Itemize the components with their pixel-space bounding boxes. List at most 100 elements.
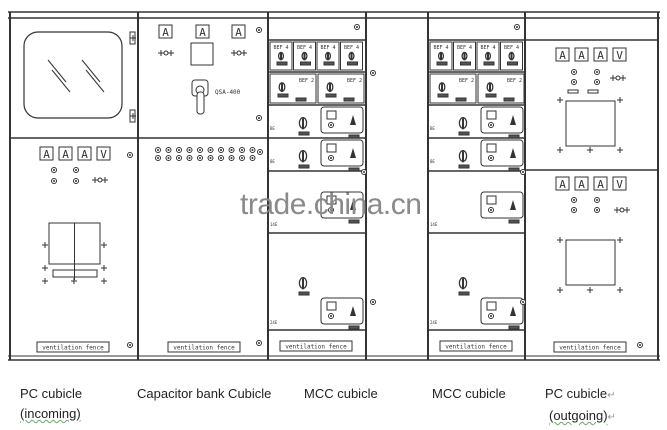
lamp-center <box>188 149 191 151</box>
ammeter <box>326 195 337 205</box>
lamp-center <box>199 157 201 159</box>
drawer-bef4 <box>269 41 293 71</box>
lamp-center <box>258 342 260 344</box>
nameplate <box>298 164 310 169</box>
meter-v <box>612 176 627 191</box>
breaker-toggle-icon <box>510 200 516 210</box>
nameplate <box>508 167 520 172</box>
caption-mcc-2: MCC cubicle <box>432 384 506 404</box>
meter-a <box>158 24 173 39</box>
selector-switch <box>615 75 621 81</box>
drawer-label: BEF 4 <box>433 45 448 51</box>
lamp-center <box>199 149 201 151</box>
drawer-label: BEF 4 <box>504 45 519 51</box>
watermark: trade.china.cn <box>240 188 422 221</box>
nameplate <box>458 291 470 296</box>
switch-handle <box>196 91 205 115</box>
lamp-center <box>490 315 492 317</box>
breaker-module <box>480 191 524 219</box>
ammeter <box>486 301 497 311</box>
lamp-center <box>129 154 131 156</box>
drawer-tag: BE <box>430 126 435 131</box>
nameplate <box>483 61 495 66</box>
breaker-door <box>565 100 616 147</box>
lamp-center <box>167 157 170 159</box>
breaker-toggle-icon <box>350 115 356 125</box>
nameplate <box>300 61 311 66</box>
nameplate <box>508 325 520 330</box>
drawer-bef4 <box>340 41 363 71</box>
glass-hatch <box>47 59 67 83</box>
meter-label: A <box>199 26 206 39</box>
meter-a <box>574 47 589 62</box>
lamp-center <box>363 171 365 173</box>
lamp-center <box>230 149 233 151</box>
nameplate <box>343 97 355 102</box>
ventilation-fence <box>439 340 513 352</box>
lamp-center <box>220 149 222 151</box>
meter-label: A <box>62 148 69 161</box>
lamp-center <box>241 157 243 159</box>
drawer-label: BEF 4 <box>297 45 312 51</box>
ammeter <box>486 195 497 205</box>
indicator-bar <box>587 89 599 94</box>
breaker-module <box>320 191 364 219</box>
ventilation-fence-label: ventilation fence <box>285 344 347 351</box>
lamp-center <box>129 344 131 346</box>
caption-pc-incoming: PC cubicle (incoming) <box>20 384 82 424</box>
drawer-label: BEF 4 <box>320 45 335 51</box>
breaker-label <box>52 269 98 278</box>
drawer-bef4 <box>293 41 316 71</box>
drawer-tag: 24E <box>270 320 278 325</box>
nameplate <box>507 61 518 66</box>
lamp-center <box>209 157 212 159</box>
selector-switch <box>163 50 169 56</box>
lamp-center <box>178 149 180 151</box>
lamp-center <box>75 180 77 182</box>
lamp-center <box>258 29 260 31</box>
lamp-center <box>167 149 170 151</box>
ammeter <box>326 301 337 311</box>
breaker-module <box>320 297 364 325</box>
nameplate <box>325 93 337 98</box>
lamp-center <box>372 72 374 74</box>
drawer-tag: BE <box>270 126 275 131</box>
lamp-center <box>573 71 575 73</box>
lamp-center <box>188 157 191 159</box>
lamp-center <box>372 301 374 303</box>
glass-hatch <box>85 69 105 93</box>
nameplate <box>458 131 470 136</box>
breaker-toggle-icon <box>510 306 516 316</box>
nameplate <box>460 61 471 66</box>
lamp-center <box>209 149 212 151</box>
nameplate <box>276 61 288 66</box>
drawer-bef2 <box>269 73 317 104</box>
lamp-center <box>220 157 222 159</box>
nameplate <box>458 164 470 169</box>
breaker-module <box>320 139 364 167</box>
ventilation-fence <box>36 341 110 353</box>
lamp-center <box>522 171 524 173</box>
drawer-tag: 24E <box>430 320 438 325</box>
lamp-center <box>596 209 598 211</box>
drawer-bef4 <box>500 41 523 71</box>
meter-label: A <box>43 148 50 161</box>
drawer-tag: 14E <box>270 222 278 227</box>
ventilation-fence-label: ventilation fence <box>42 345 104 352</box>
nameplate <box>437 93 449 98</box>
meter-a <box>195 24 210 39</box>
breaker-toggle-icon <box>350 200 356 210</box>
drawer-label: BEF 4 <box>480 45 495 51</box>
lamp-center <box>573 81 575 83</box>
ventilation-fence-label: ventilation fence <box>559 345 621 352</box>
meter-label: V <box>616 49 623 62</box>
meter-label: A <box>578 49 585 62</box>
meter-a <box>58 146 73 161</box>
meter-a <box>574 176 589 191</box>
breaker-module <box>480 106 524 134</box>
ventilation-fence-label: ventilation fence <box>445 344 507 351</box>
lamp-center <box>251 157 254 159</box>
lamp-center <box>522 301 524 303</box>
drawer-label: BEF 2 <box>507 78 522 84</box>
